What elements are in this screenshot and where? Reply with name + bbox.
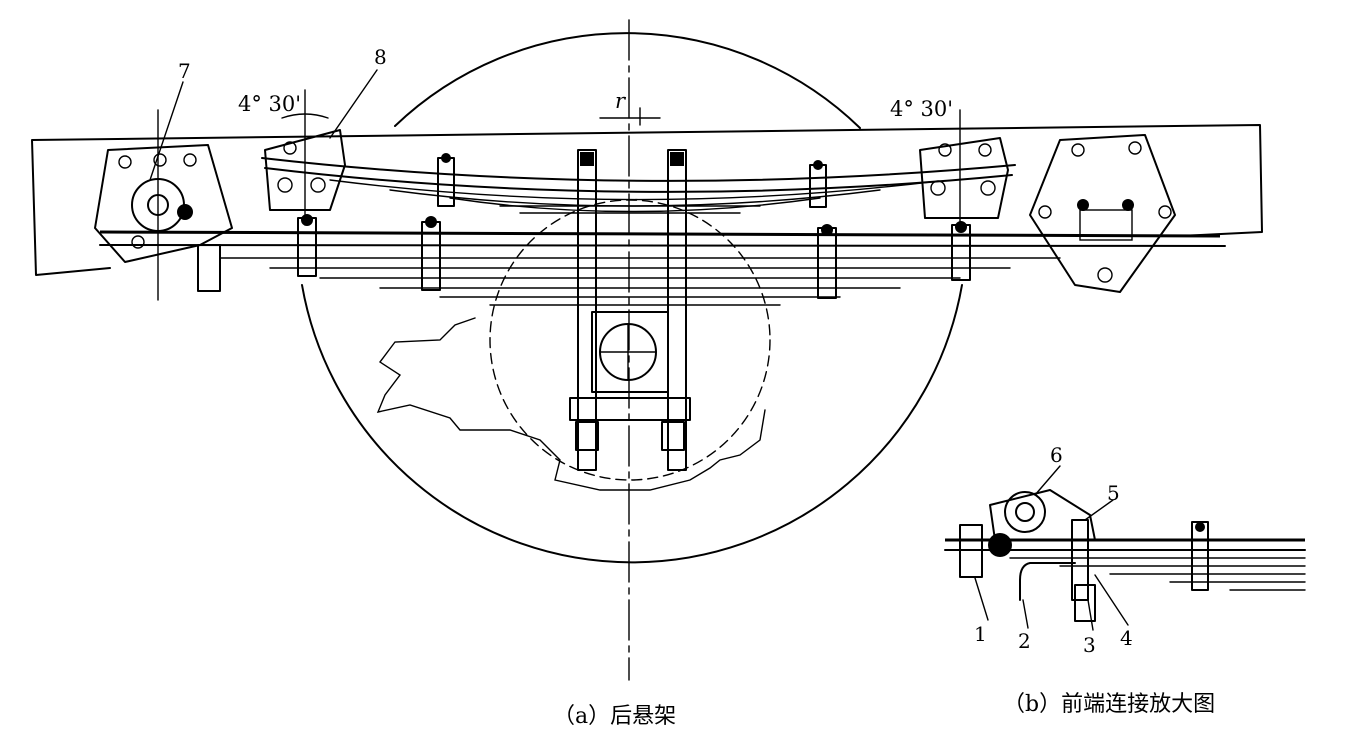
upper-bracket-8	[264, 89, 346, 226]
inset-front-connection	[944, 489, 1306, 622]
frame-rail	[31, 124, 1263, 276]
upper-leaf-spring	[261, 157, 1016, 214]
angle-label-left: 4° 30'	[238, 92, 301, 116]
wheel-outline	[394, 32, 861, 129]
axle-housing	[569, 311, 691, 451]
label-8: 8	[374, 45, 387, 69]
label-4: 4	[1120, 626, 1133, 650]
caption-a: （a）后悬架	[553, 704, 676, 729]
label-3: 3	[1083, 633, 1096, 657]
upper-bracket-right	[919, 109, 1009, 226]
hub-contour	[376, 317, 766, 491]
radius-marker	[599, 107, 661, 126]
leader-lines	[149, 69, 1129, 631]
rear-hanger-7	[94, 109, 233, 301]
wheel-outline-lower	[301, 284, 963, 564]
front-hanger-right	[1029, 134, 1176, 293]
spring-clips	[297, 153, 971, 299]
label-6: 6	[1050, 443, 1063, 467]
caption-b: （b）前端连接放大图	[1003, 692, 1215, 717]
u-bolts	[577, 149, 687, 471]
label-5: 5	[1107, 481, 1120, 505]
label-7: 7	[178, 59, 191, 83]
radius-label: r	[615, 89, 627, 113]
lower-leaf-spring	[99, 230, 1226, 306]
label-1: 1	[974, 622, 987, 646]
label-2: 2	[1018, 629, 1031, 653]
angle-label-right: 4° 30'	[890, 97, 953, 121]
